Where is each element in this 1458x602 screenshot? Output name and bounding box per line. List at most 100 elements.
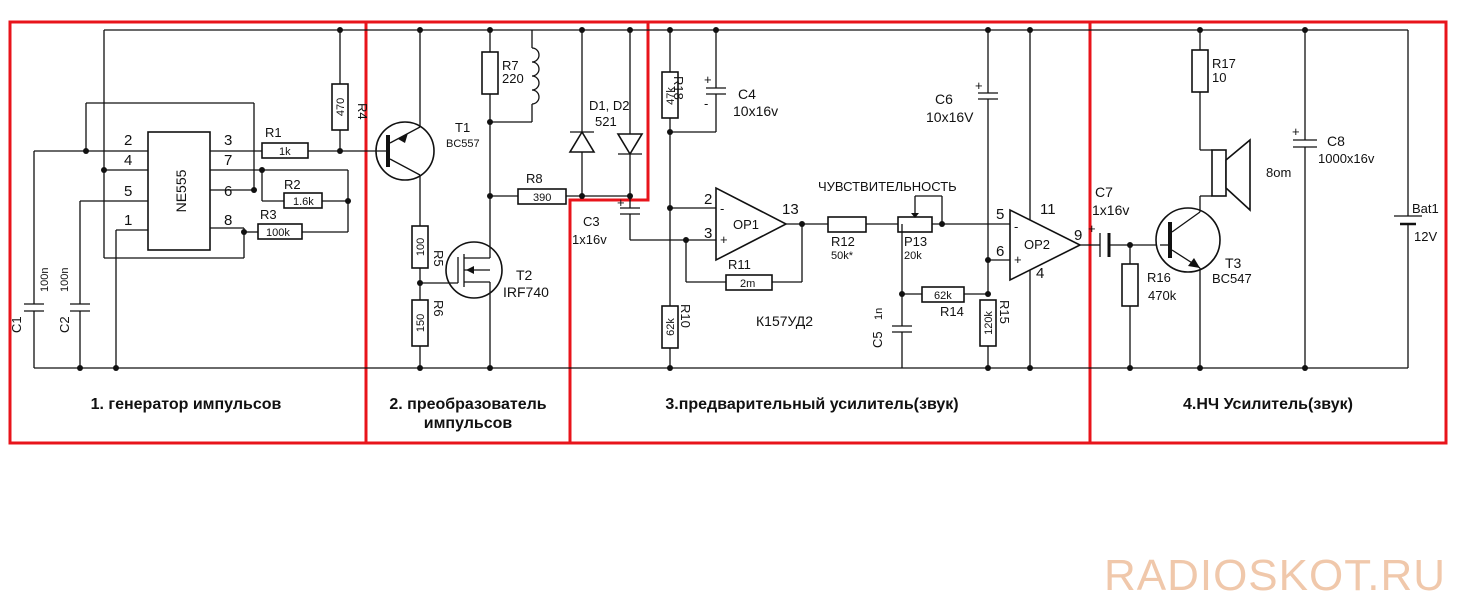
op1-opamp	[715, 186, 788, 262]
section-4-caption: 4.НЧ Усилитель(звук)	[1183, 396, 1353, 413]
p13-potentiometer	[897, 216, 933, 233]
r7-ref: R7	[502, 58, 519, 73]
pulse-converter: T1 BC557 100 R5 150 R6 T2 IRF740 R7	[366, 27, 644, 371]
p13-ref: P13	[904, 234, 927, 249]
t2-ref: T2	[516, 267, 533, 283]
c3-ref: C3	[583, 214, 600, 229]
pin-8: 8	[224, 212, 232, 229]
r3-value: 100k	[266, 227, 290, 239]
c3-plus: +	[617, 195, 625, 210]
c8-ref: C8	[1327, 133, 1345, 149]
c3-value: 1x16v	[572, 232, 607, 247]
pin-4: 4	[124, 152, 132, 169]
op1-minus: -	[720, 201, 724, 216]
r7-resistor	[481, 51, 499, 95]
op1-pin-out: 13	[782, 201, 799, 218]
c7-value: 1x16v	[1092, 202, 1129, 218]
speaker-value: 8om	[1266, 165, 1291, 180]
inductor-coil	[531, 47, 540, 105]
p13-value: 20k	[904, 250, 922, 262]
r7-value: 220	[502, 71, 524, 86]
r10-ref: R10	[678, 304, 693, 328]
op2-pin-top: 11	[1040, 201, 1056, 218]
t1-ref: T1	[455, 120, 470, 135]
op1-ref: OP1	[733, 217, 759, 232]
r4-ref: R4	[355, 103, 370, 120]
c1-value: 100n	[39, 268, 51, 292]
c8-value: 1000x16v	[1318, 151, 1375, 166]
r11-value: 2m	[740, 278, 755, 290]
t3-value: BC547	[1212, 271, 1252, 286]
op2-pin-out: 9	[1074, 227, 1082, 244]
c8-plus: +	[1292, 124, 1300, 139]
t2-value: IRF740	[503, 284, 549, 300]
c6-value: 10x16V	[926, 109, 974, 125]
op1-pin-plus: 3	[704, 225, 712, 242]
c5-ref: C5	[870, 331, 885, 348]
c4-minus: -	[704, 96, 708, 111]
r2-value: 1.6k	[293, 196, 314, 208]
r8-value: 390	[533, 192, 551, 204]
op2-pin-bottom: 4	[1036, 265, 1044, 282]
c7-plus: +	[1088, 221, 1096, 236]
r10-value: 62k	[665, 318, 677, 336]
t3-transistor	[1155, 207, 1221, 273]
r1-ref: R1	[265, 125, 282, 140]
section-2-caption: 2. преобразователь	[389, 396, 546, 413]
t3-ref: T3	[1225, 255, 1242, 271]
r6-value: 150	[415, 314, 427, 332]
t1-value: BC557	[446, 138, 480, 150]
section-2-caption-line2: импульсов	[424, 415, 513, 432]
c2-ref: C2	[57, 316, 72, 333]
section-3-caption: 3.предварительный усилитель(звук)	[665, 396, 958, 413]
r18-ref: R18	[671, 76, 686, 100]
ne555-chip	[147, 131, 211, 251]
r16-resistor	[1121, 263, 1139, 307]
pin-6: 6	[224, 183, 232, 200]
c5-value: 1n	[873, 308, 885, 320]
chip-label: К157УД2	[756, 313, 813, 329]
c1-ref: C1	[9, 316, 24, 333]
d1-diode	[568, 130, 596, 153]
speaker-cone	[1225, 138, 1251, 212]
op1-pin-minus: 2	[704, 191, 712, 208]
r6-ref: R6	[431, 300, 446, 317]
speaker	[1211, 149, 1227, 197]
d2-diode	[616, 133, 644, 156]
r15-ref: R15	[997, 300, 1012, 324]
c4-value: 10x16v	[733, 103, 778, 119]
r14-ref: R14	[940, 304, 964, 319]
op2-ref: OP2	[1024, 237, 1050, 252]
r16-ref: R16	[1147, 270, 1171, 285]
r15-value: 120k	[983, 311, 995, 335]
lf-amplifier: + C7 1x16v R16 470k T3 BC547 R17 10	[1088, 27, 1439, 371]
r14-value: 62k	[934, 290, 952, 302]
r3-ref: R3	[260, 207, 277, 222]
ne555-label: NE555	[173, 169, 189, 212]
r8-ref: R8	[526, 171, 543, 186]
r2-ref: R2	[284, 177, 301, 192]
op2-plus: +	[1014, 252, 1022, 267]
battery-ref: Bat1	[1412, 201, 1439, 216]
r16-value: 470k	[1148, 288, 1177, 303]
op1-plus: +	[720, 232, 728, 247]
c4-ref: C4	[738, 86, 756, 102]
pin-7: 7	[224, 152, 232, 169]
battery-value: 12V	[1414, 229, 1437, 244]
r17-ref: R17	[1212, 56, 1236, 71]
r12-value: 50k*	[831, 250, 854, 262]
pin-2: 2	[124, 132, 132, 149]
op2-pin-plus: 6	[996, 243, 1004, 260]
r12-resistor	[827, 216, 867, 233]
op2-minus: -	[1014, 219, 1018, 234]
r1-value: 1k	[279, 146, 291, 158]
r17-value: 10	[1212, 70, 1226, 85]
ne555-generator: NE555 2 4 5 1 3 7 6 8 R1 1k	[9, 27, 370, 371]
pin-1: 1	[124, 212, 132, 229]
c6-ref: C6	[935, 91, 953, 107]
r4-value: 470	[335, 98, 347, 116]
r12-ref: R12	[831, 234, 855, 249]
r18-value: 47k	[665, 87, 677, 105]
section-4-frame	[1088, 20, 1448, 445]
